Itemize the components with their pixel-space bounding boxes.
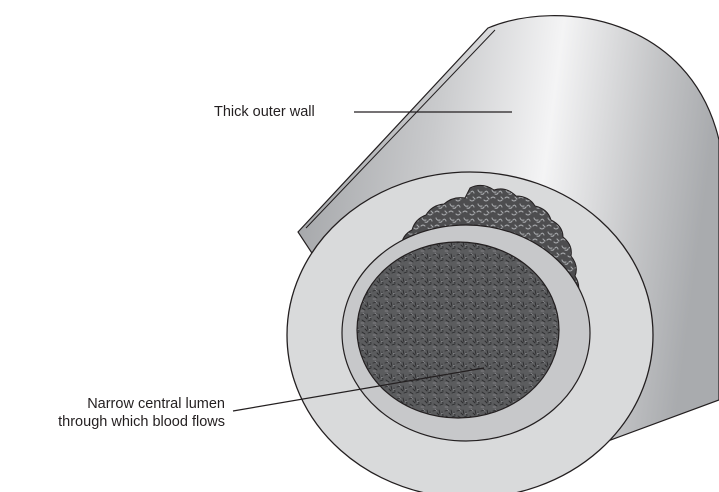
lumen-label-line-1: Narrow central lumen	[58, 395, 225, 413]
lumen-label-line-2: through which blood flows	[58, 413, 225, 431]
outer-wall-label: Thick outer wall	[214, 103, 315, 121]
central-lumen	[357, 242, 559, 418]
lumen-label: Narrow central lumen through which blood…	[58, 395, 225, 431]
